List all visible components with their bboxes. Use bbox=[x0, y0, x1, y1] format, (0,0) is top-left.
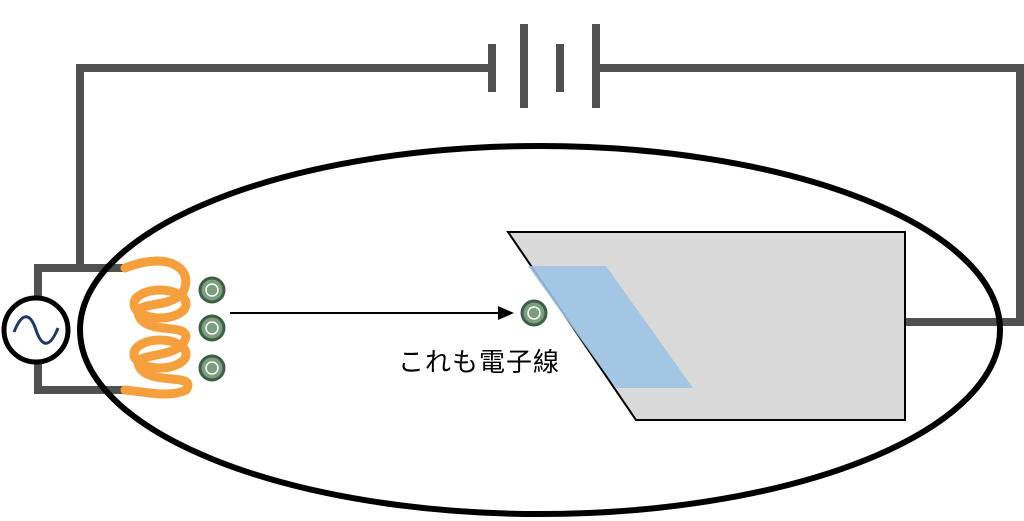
target-plate bbox=[528, 266, 693, 388]
electron-icon bbox=[198, 314, 226, 342]
moving-electron-icon bbox=[520, 299, 548, 327]
electron-icon bbox=[198, 276, 226, 304]
electron-beam-label: これも電子線 bbox=[398, 348, 561, 378]
filament-coil-icon bbox=[120, 256, 193, 399]
wire-left-to-battery bbox=[76, 64, 488, 268]
anode-block bbox=[506, 231, 906, 421]
electron-beam-arrow bbox=[230, 306, 514, 320]
battery-icon bbox=[488, 24, 600, 108]
electron-icon bbox=[198, 354, 226, 382]
vacuum-tube bbox=[77, 143, 1003, 517]
wire-ac-top bbox=[34, 264, 125, 298]
wire-battery-to-anode bbox=[596, 64, 1024, 326]
ac-source-icon bbox=[1, 295, 71, 365]
circuit-wires bbox=[34, 64, 1024, 394]
wire-ac-bottom bbox=[34, 360, 125, 394]
